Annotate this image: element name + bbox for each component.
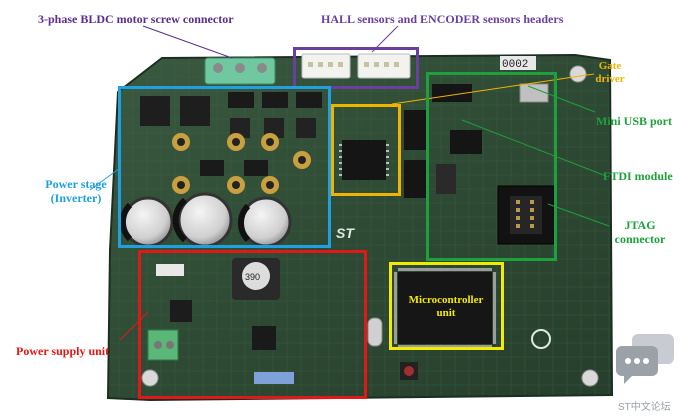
- label-gate-driver-line2: driver: [595, 73, 625, 85]
- capacitors: [119, 192, 292, 248]
- st-logo: ST: [336, 225, 355, 241]
- label-mcu: Microcontroller unit: [396, 294, 496, 320]
- label-screw-connector: 3-phase BLDC motor screw connector: [38, 12, 234, 26]
- label-mcu-line2: unit: [436, 307, 456, 319]
- hall-encoder-highlight: [293, 47, 419, 89]
- label-mcu-line1: Microcontroller: [408, 294, 484, 306]
- watermark-text: ST中文论坛: [618, 402, 671, 413]
- gate-driver-highlight: [331, 104, 401, 196]
- silk-text: 0002: [502, 59, 528, 71]
- power-stage-highlight: [118, 86, 331, 248]
- label-power-stage-line2: (Inverter): [50, 191, 102, 205]
- inductor-marking: 390: [245, 272, 260, 282]
- label-jtag-line1: JTAG: [624, 218, 656, 232]
- label-gate-driver: Gate driver: [585, 60, 635, 86]
- label-power-stage-line1: Power stage: [45, 177, 107, 191]
- label-mini-usb: Mini USB port: [596, 114, 673, 128]
- label-hall-headers: HALL sensors and ENCODER sensors headers: [321, 12, 564, 26]
- label-ftdi: FTDI module: [603, 169, 673, 183]
- ftdi-jtag-highlight: [426, 72, 557, 261]
- label-power-stage: Power stage (Inverter): [36, 177, 116, 205]
- power-supply-highlight: [138, 250, 367, 399]
- label-jtag-line2: connector: [614, 232, 666, 246]
- screw-terminal: [204, 57, 276, 85]
- label-jtag: JTAG connector: [608, 218, 672, 246]
- label-gate-driver-line1: Gate: [598, 60, 622, 72]
- mcu-highlight: [389, 262, 504, 350]
- label-power-supply: Power supply unit: [16, 344, 110, 358]
- chat-bubble-icon: [616, 334, 674, 384]
